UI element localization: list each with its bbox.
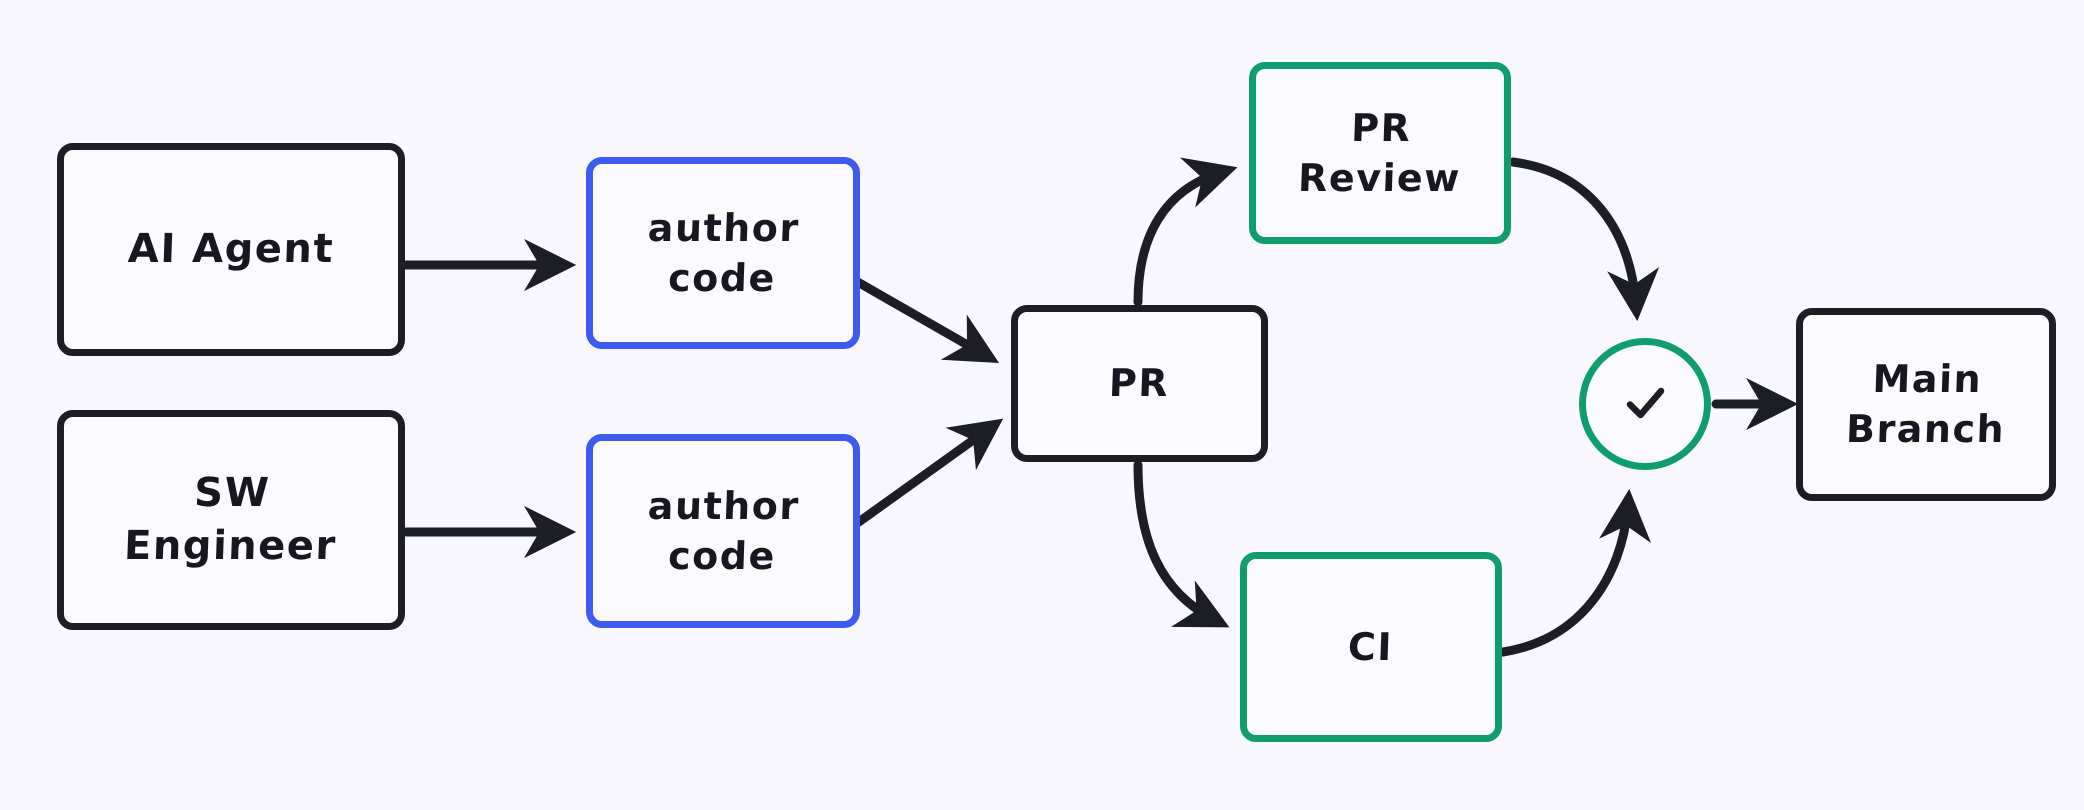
node-pr-review-label: PR Review [1296,105,1462,200]
approval-check-node[interactable] [1579,338,1711,470]
node-pr[interactable]: PR [1011,305,1268,462]
node-author-code-agent[interactable]: author code [586,157,860,349]
edge-author-code-engineer-to-pr [851,418,1004,529]
node-ai-agent-label: AI Agent [127,226,335,273]
node-ci-label: CI [1347,624,1395,669]
node-author-code-engineer[interactable]: author code [586,434,860,628]
node-ai-agent[interactable]: AI Agent [57,143,405,356]
node-sw-engineer[interactable]: SW Engineer [57,410,405,630]
node-author-code-agent-label: author code [647,205,801,300]
edge-author-code-agent-to-pr [851,276,1000,364]
node-author-code-engineer-label: author code [647,483,801,578]
edge-ci-to-check [1498,488,1652,657]
node-main-branch[interactable]: Main Branch [1796,308,2056,501]
check-icon [1614,373,1676,435]
node-sw-engineer-label: SW Engineer [122,470,338,569]
node-pr-label: PR [1108,361,1171,406]
edge-pr-review-to-check [1508,157,1660,322]
edge-pr-to-ci [1133,460,1230,628]
edge-pr-to-pr-review [1133,157,1238,307]
node-ci[interactable]: CI [1240,552,1502,742]
node-main-branch-label: Main Branch [1844,357,2006,452]
node-pr-review[interactable]: PR Review [1249,62,1511,244]
